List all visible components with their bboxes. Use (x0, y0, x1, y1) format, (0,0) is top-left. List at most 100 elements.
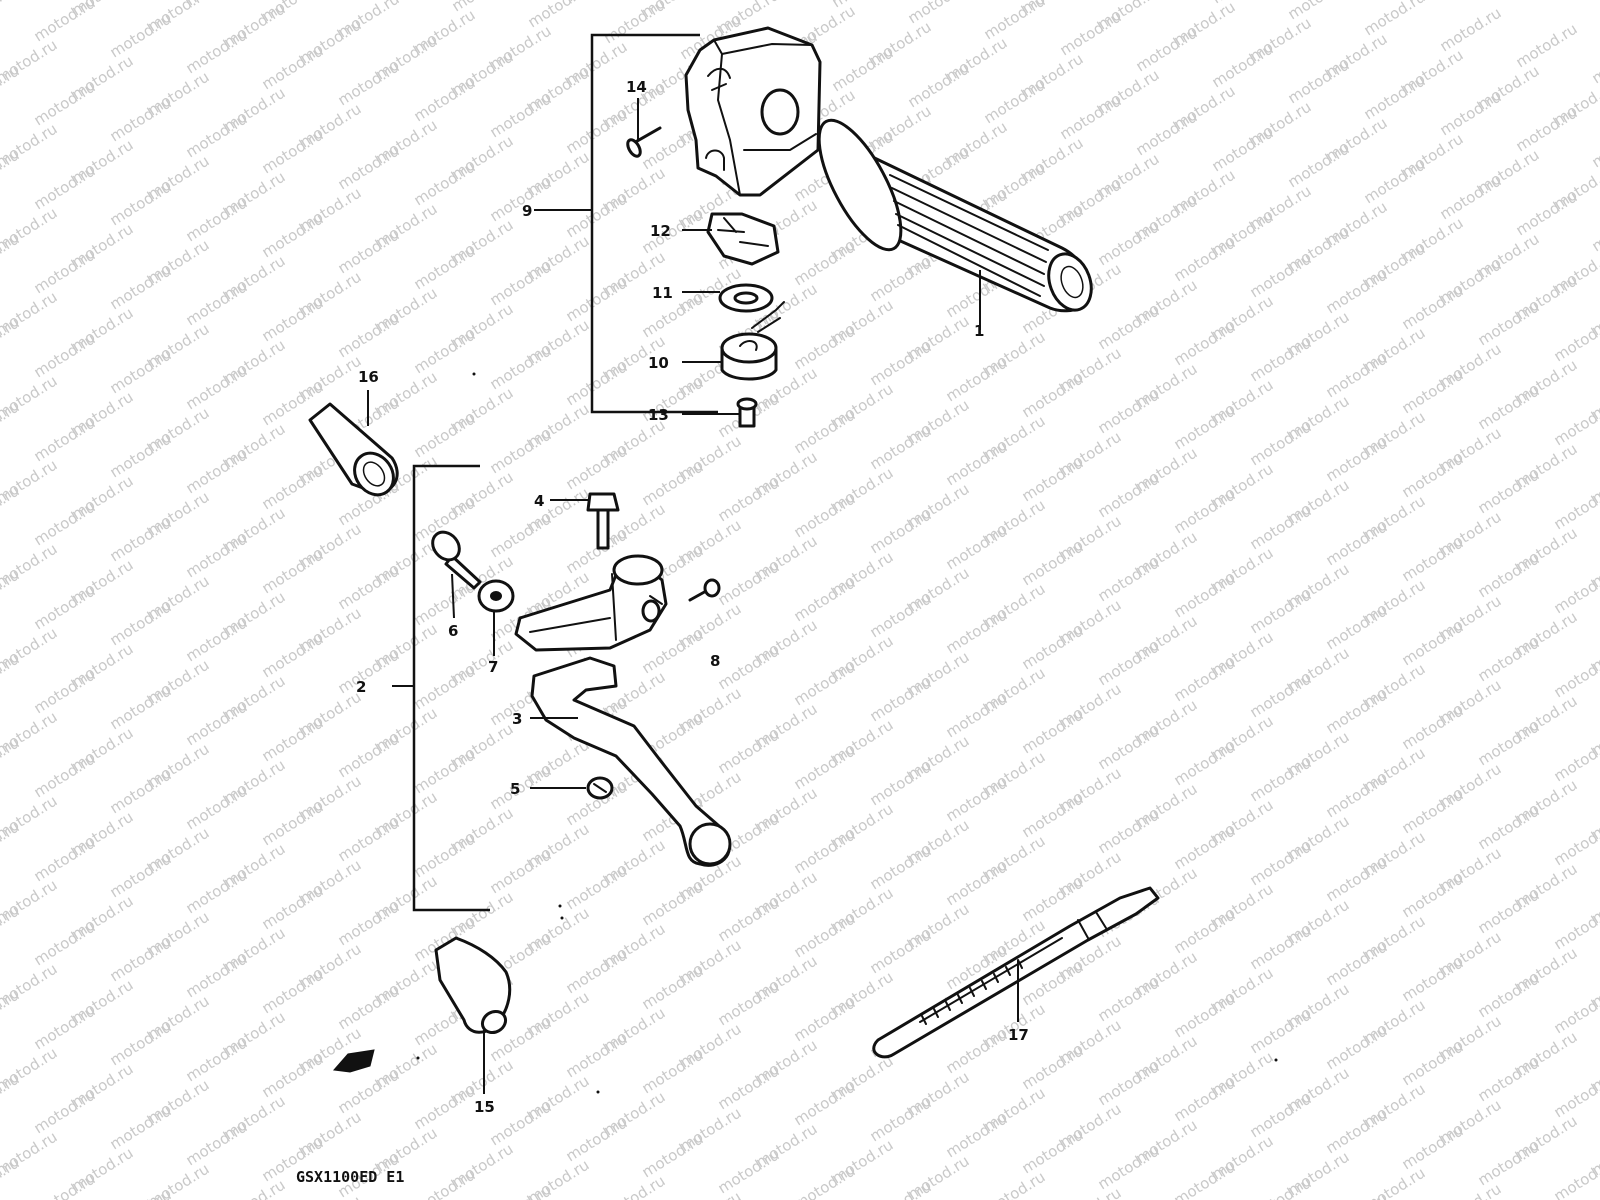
watermark-text: motod.ru (1513, 188, 1581, 240)
watermark-text: motod.ru (1361, 1164, 1429, 1200)
watermark-text: motod.ru (981, 76, 1049, 128)
watermark-text: motod.ru (1247, 1174, 1315, 1200)
callout-15: 15 (474, 1098, 495, 1116)
watermark-text: motod.ru (183, 614, 251, 666)
watermark-text: motod.ru (639, 962, 707, 1014)
watermark-text: motod.ru (791, 826, 859, 878)
watermark-text: motod.ru (411, 410, 479, 462)
watermark-text: motod.ru (943, 606, 1011, 658)
watermark-text: motod.ru (107, 1186, 175, 1200)
watermark-text: motod.ru (829, 44, 897, 96)
watermark-text: motod.ru (1095, 554, 1163, 606)
watermark-text: motod.ru (867, 254, 935, 306)
watermark-text: motod.ru (1399, 618, 1467, 670)
watermark-text: motod.ru (1247, 250, 1315, 302)
watermark-text: motod.ru (1323, 1190, 1391, 1200)
watermark-text: motod.ru (1095, 1058, 1163, 1110)
watermark-text: motod.ru (1019, 622, 1087, 674)
watermark-text: motod.ru (1247, 754, 1315, 806)
watermark-text: motod.ru (1437, 172, 1505, 224)
switch-piece-part (706, 212, 780, 266)
watermark-text: motod.ru (1399, 366, 1467, 418)
watermark-text: motod.ru (715, 1062, 783, 1114)
watermark-text: motod.ru (107, 430, 175, 482)
watermark-text: motod.ru (183, 782, 251, 834)
watermark-text: motod.ru (1475, 634, 1543, 686)
callout-9: 9 (522, 202, 532, 220)
watermark-text: motod.ru (1323, 1106, 1391, 1158)
watermark-text: motod.ru (183, 26, 251, 78)
watermark-text: motod.ru (1095, 218, 1163, 270)
watermark-text: motod.ru (31, 918, 99, 970)
watermark-text: motod.ru (867, 1178, 935, 1200)
watermark-text: motod.ru (791, 322, 859, 374)
watermark-text: motod.ru (1247, 502, 1315, 554)
watermark-text: motod.ru (1019, 370, 1087, 422)
watermark-text: motod.ru (1019, 1042, 1087, 1094)
watermark-text: motod.ru (107, 514, 175, 566)
watermark-text: motod.ru (487, 426, 555, 478)
watermark-text: motod.ru (601, 1172, 669, 1200)
watermark-text: motod.ru (563, 106, 631, 158)
watermark-text: motod.ru (259, 798, 327, 850)
watermark-text: motod.ru (1209, 124, 1277, 176)
callout-5: 5 (510, 780, 520, 798)
watermark-text: motod.ru (943, 354, 1011, 406)
watermark-text: motod.ru (1019, 454, 1087, 506)
watermark-text: motod.ru (1589, 120, 1600, 172)
watermark-text: motod.ru (1475, 970, 1543, 1022)
watermark-text: motod.ru (867, 506, 935, 558)
leader-lines (367, 98, 1019, 1094)
watermark-text: motod.ru (487, 1182, 555, 1200)
watermark-text: motod.ru (1019, 874, 1087, 926)
callout-14: 14 (626, 78, 647, 96)
watermark-text: motod.ru (1475, 1054, 1543, 1106)
watermark-text: motod.ru (411, 1166, 479, 1200)
watermark-text: motod.ru (1171, 570, 1239, 622)
watermark-text: motod.ru (1095, 638, 1163, 690)
watermark-text: motod.ru (715, 1146, 783, 1198)
watermark-text: motod.ru (31, 666, 99, 718)
watermark-text: motod.ru (31, 78, 99, 130)
watermark-text: motod.ru (1589, 36, 1600, 88)
watermark-text: motod.ru (335, 898, 403, 950)
watermark-text: motod.ru (183, 110, 251, 162)
watermark-text: motod.ru (1437, 4, 1505, 56)
callout-13: 13 (648, 406, 669, 424)
watermark-text: motod.ru (791, 1162, 859, 1200)
watermark-text: motod.ru (1437, 1180, 1505, 1200)
watermark-text: motod.ru (1323, 770, 1391, 822)
lever-holder-part (514, 554, 668, 652)
watermark-text: motod.ru (183, 1034, 251, 1086)
watermark-text: motod.ru (981, 0, 1049, 43)
watermark-text: motod.ru (867, 1094, 935, 1146)
callout-11: 11 (652, 284, 673, 302)
watermark-text: motod.ru (107, 1018, 175, 1070)
watermark-text: motod.ru (107, 682, 175, 734)
watermark-text: motod.ru (1171, 1074, 1239, 1126)
watermark-text: motod.ru (1019, 1126, 1087, 1178)
watermark-text: motod.ru (411, 242, 479, 294)
watermark-text: motod.ru (1019, 790, 1087, 842)
watermark-text: motod.ru (487, 1098, 555, 1150)
washer-part (718, 283, 774, 313)
watermark-text: motod.ru (1095, 470, 1163, 522)
watermark-text: motod.ru (487, 846, 555, 898)
watermark-text: motod.ru (1323, 350, 1391, 402)
watermark-text: motod.ru (487, 258, 555, 310)
callout-3: 3 (512, 710, 522, 728)
watermark-text: motod.ru (31, 0, 99, 45)
watermark-text: motod.ru (1209, 40, 1277, 92)
watermark-text: motod.ru (1057, 8, 1125, 60)
watermark-text: motod.ru (335, 646, 403, 698)
watermark-text: motod.ru (563, 274, 631, 326)
callout-4: 4 (534, 492, 544, 510)
watermark-text: motod.ru (487, 342, 555, 394)
watermark-text: motod.ru (1323, 686, 1391, 738)
watermark-text: motod.ru (107, 598, 175, 650)
watermark-text: motod.ru (31, 1170, 99, 1200)
watermark-text: motod.ru (563, 946, 631, 998)
watermark-text: motod.ru (411, 578, 479, 630)
watermark-text: motod.ru (601, 0, 669, 47)
watermark-text: motod.ru (183, 866, 251, 918)
